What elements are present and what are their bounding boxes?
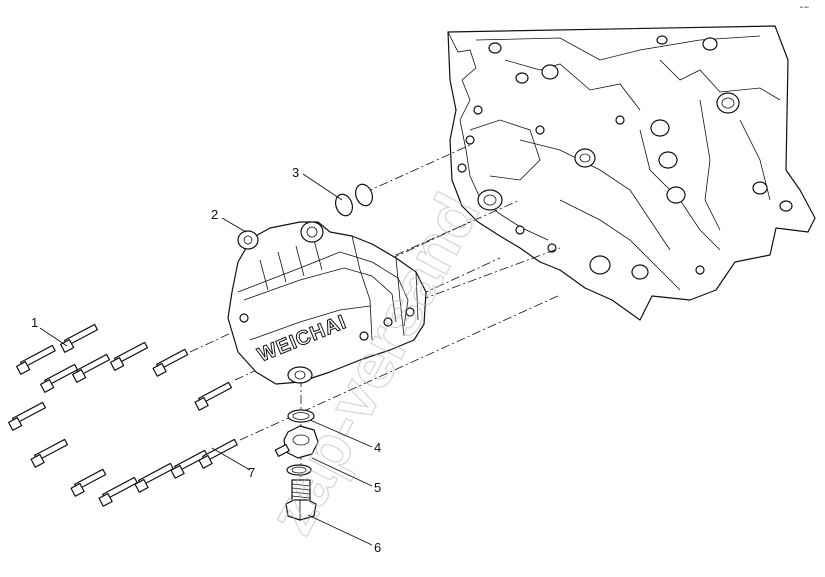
corner-code: ᵃᵇ ᵃᵃᵃ (800, 5, 809, 10)
bolt (170, 449, 209, 479)
bolt (7, 401, 47, 431)
callout-4: 4 (374, 440, 381, 455)
oil-cooler-housing (227, 221, 427, 385)
bolt (39, 363, 79, 393)
banjo-fitting-part-5 (274, 425, 319, 476)
callout-3: 3 (292, 165, 299, 180)
bolt (109, 341, 149, 371)
callout-1: 1 (31, 315, 38, 330)
engine-block (447, 25, 816, 321)
bolts (7, 323, 238, 507)
callout-5: 5 (374, 480, 381, 495)
bolt (134, 462, 174, 493)
o-rings-part-3 (334, 183, 374, 217)
bolt (194, 381, 233, 411)
sealing-washer-part-4 (287, 409, 315, 423)
callout-7: 7 (248, 465, 255, 480)
bolt (98, 476, 138, 507)
bolt (70, 468, 107, 497)
bolt (15, 344, 56, 375)
bolt (152, 348, 189, 377)
bolt (59, 323, 99, 353)
callout-6: 6 (374, 540, 381, 555)
bolt (71, 353, 111, 383)
leader-lines (39, 173, 373, 546)
bolt (30, 438, 69, 468)
callout-2: 2 (211, 207, 218, 222)
